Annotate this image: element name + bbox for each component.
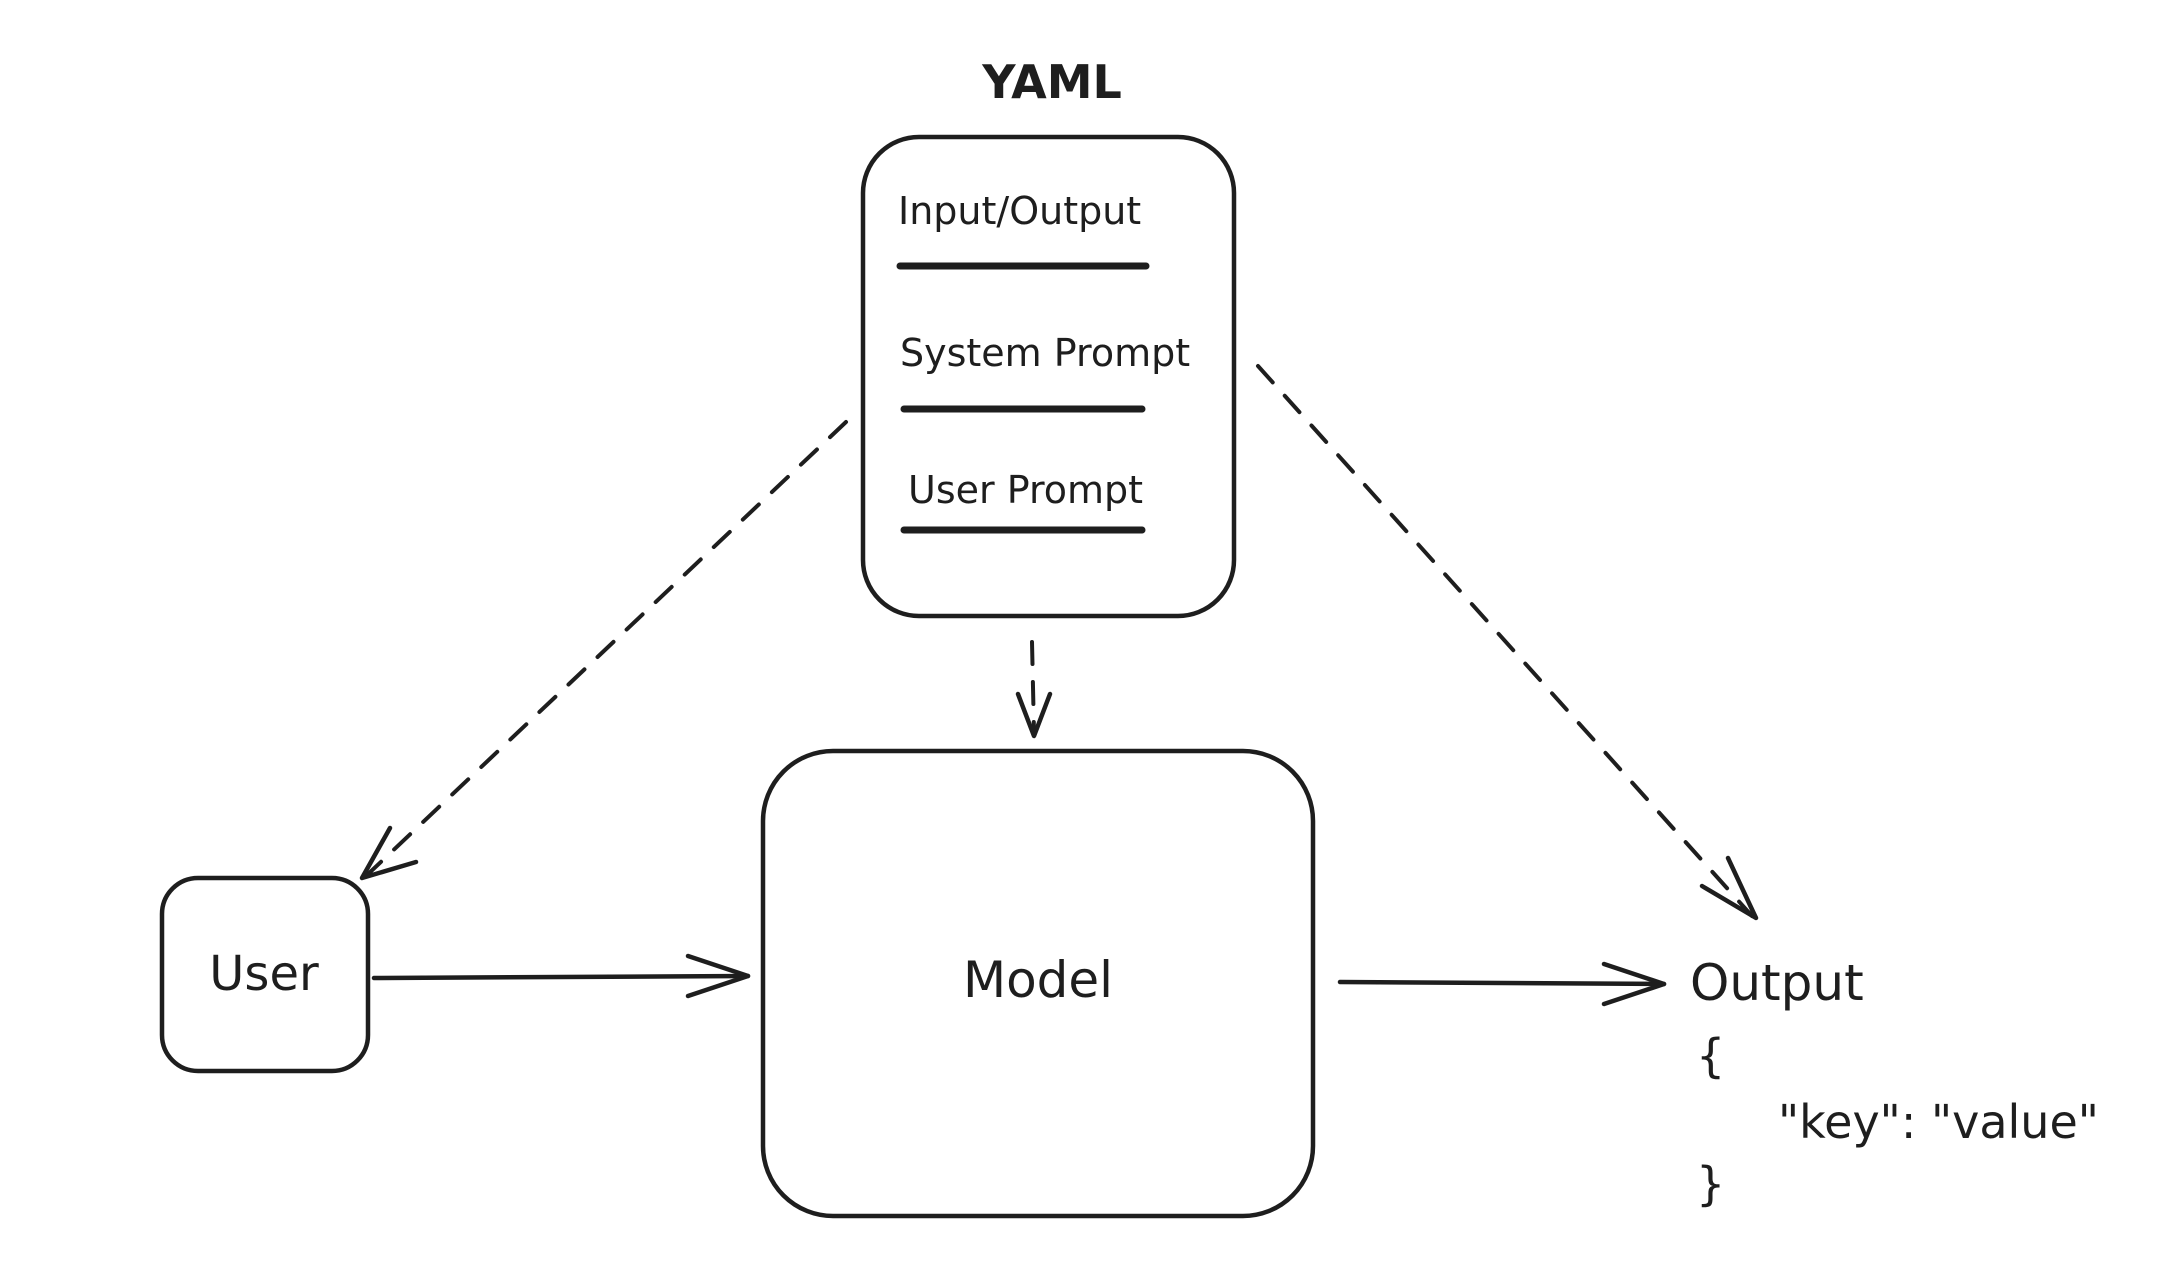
output-node: Output { "key": "value" } [1690, 954, 2099, 1211]
model-box [760, 748, 1316, 1219]
arrow-yaml-to-model-head [1015, 691, 1053, 739]
user-label: User [209, 946, 319, 1002]
arrow-user-to-model-head [685, 953, 751, 999]
yaml-section-system-prompt-label: System Prompt [900, 331, 1190, 375]
yaml-node[interactable]: Input/Output System Prompt User Prompt [860, 134, 1237, 619]
arrow-yaml-to-model [1015, 640, 1053, 739]
arrow-model-to-output [1337, 961, 1667, 1007]
arrow-yaml-to-user-head [359, 825, 419, 881]
yaml-title: YAML [981, 55, 1122, 109]
user-node[interactable]: User [159, 875, 371, 1074]
arrow-yaml-to-output-head [1699, 855, 1759, 921]
output-title: Output [1690, 954, 1864, 1012]
output-key-value: "key": "value" [1778, 1095, 2099, 1149]
model-node[interactable]: Model [760, 748, 1316, 1219]
user-box [159, 875, 371, 1074]
output-brace-open: { [1696, 1029, 1725, 1083]
arrow-model-to-output-line [1337, 979, 1667, 987]
yaml-section-input-output-label: Input/Output [898, 189, 1141, 233]
arrow-yaml-to-output-line [1256, 364, 1754, 918]
output-brace-close: } [1696, 1157, 1725, 1211]
arrow-user-to-model-line [371, 973, 751, 981]
yaml-box [860, 134, 1237, 619]
arrow-yaml-to-model-line [1030, 640, 1036, 734]
yaml-section-user-prompt-label: User Prompt [908, 468, 1143, 512]
arrow-user-to-model [371, 953, 751, 999]
arrow-model-to-output-head [1601, 961, 1667, 1007]
arrow-yaml-to-user [359, 420, 848, 881]
model-label: Model [963, 951, 1113, 1009]
arrow-yaml-to-output [1256, 364, 1759, 921]
arrow-yaml-to-user-line [364, 420, 848, 878]
